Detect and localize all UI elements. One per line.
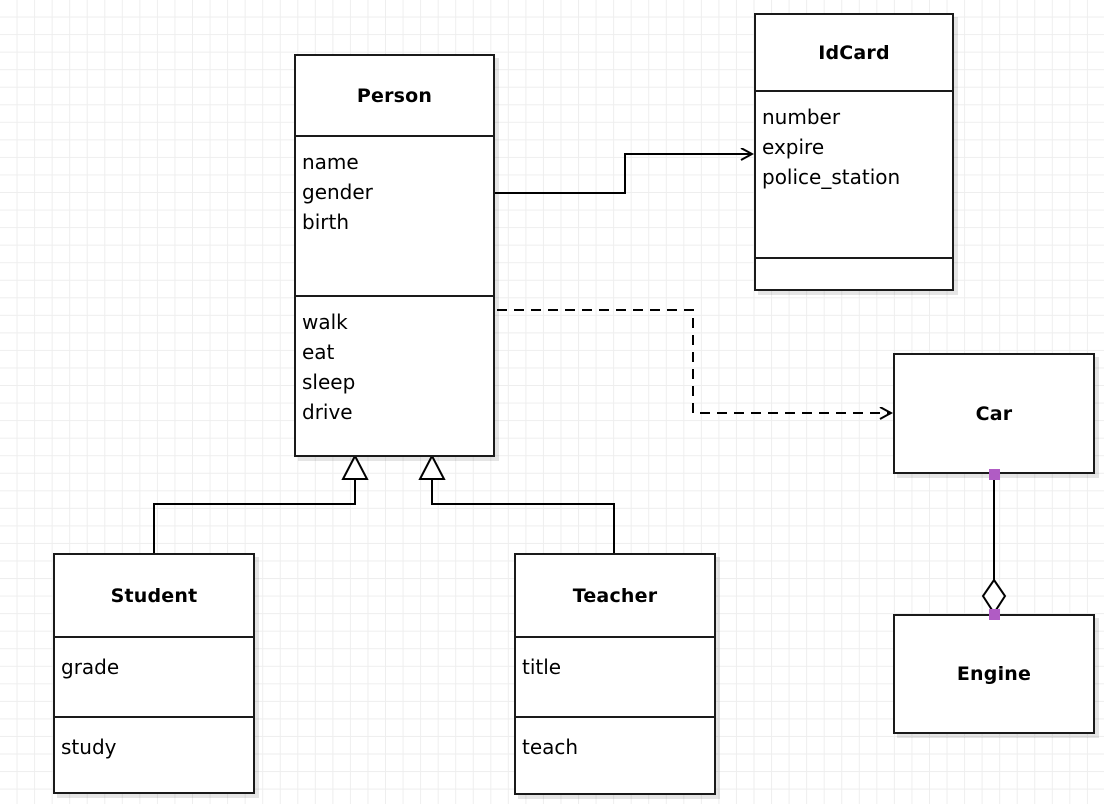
operation-item: teach [522, 735, 579, 759]
connection-handle-car[interactable] [989, 469, 1000, 480]
class-box-student[interactable]: Student grade study [53, 553, 255, 794]
class-title-student: Student [55, 555, 253, 636]
class-title-engine: Engine [895, 616, 1093, 732]
edge-person-car[interactable] [497, 309, 891, 413]
class-name-label: Car [975, 402, 1013, 425]
class-operations-idcard [756, 257, 952, 289]
attribute-item: grade [61, 655, 120, 679]
class-operations-student: study [55, 716, 253, 792]
class-operations-teacher: teach [516, 716, 714, 793]
edge-person-idcard[interactable] [495, 154, 752, 194]
class-box-idcard[interactable]: IdCard number expire police_station [754, 13, 954, 291]
edge-car-engine[interactable] [981, 474, 1007, 615]
class-title-idcard: IdCard [756, 15, 952, 90]
attribute-item: title [522, 655, 562, 679]
attribute-item: expire [762, 135, 825, 159]
operation-item: drive [302, 400, 353, 424]
class-box-person[interactable]: Person name gender birth walk eat sleep … [294, 54, 495, 457]
operation-item: walk [302, 310, 348, 334]
class-title-teacher: Teacher [516, 555, 714, 636]
class-name-label: IdCard [818, 41, 890, 64]
class-attributes-teacher: title [516, 636, 714, 716]
class-attributes-idcard: number expire police_station [756, 90, 952, 257]
attribute-item: birth [302, 210, 349, 234]
class-name-label: Student [110, 584, 198, 607]
class-name-label: Engine [956, 663, 1032, 685]
attribute-item: name [302, 150, 359, 174]
attribute-item: number [762, 105, 841, 129]
operation-item: sleep [302, 370, 356, 394]
attribute-item: police_station [762, 165, 901, 189]
connection-handle-engine[interactable] [989, 609, 1000, 620]
class-title-person: Person [296, 56, 493, 135]
operation-item: eat [302, 340, 335, 364]
class-box-engine[interactable]: Engine [893, 614, 1095, 734]
edge-teacher-person[interactable] [418, 453, 615, 553]
class-operations-person: walk eat sleep drive [296, 295, 493, 455]
edge-student-person[interactable] [153, 453, 369, 553]
class-box-teacher[interactable]: Teacher title teach [514, 553, 716, 795]
class-name-label: Person [356, 84, 433, 107]
class-box-car[interactable]: Car [893, 353, 1095, 474]
attribute-item: gender [302, 180, 373, 204]
class-attributes-person: name gender birth [296, 135, 493, 295]
class-attributes-student: grade [55, 636, 253, 716]
class-title-car: Car [895, 355, 1093, 472]
class-name-label: Teacher [572, 584, 658, 607]
operation-item: study [61, 735, 117, 759]
